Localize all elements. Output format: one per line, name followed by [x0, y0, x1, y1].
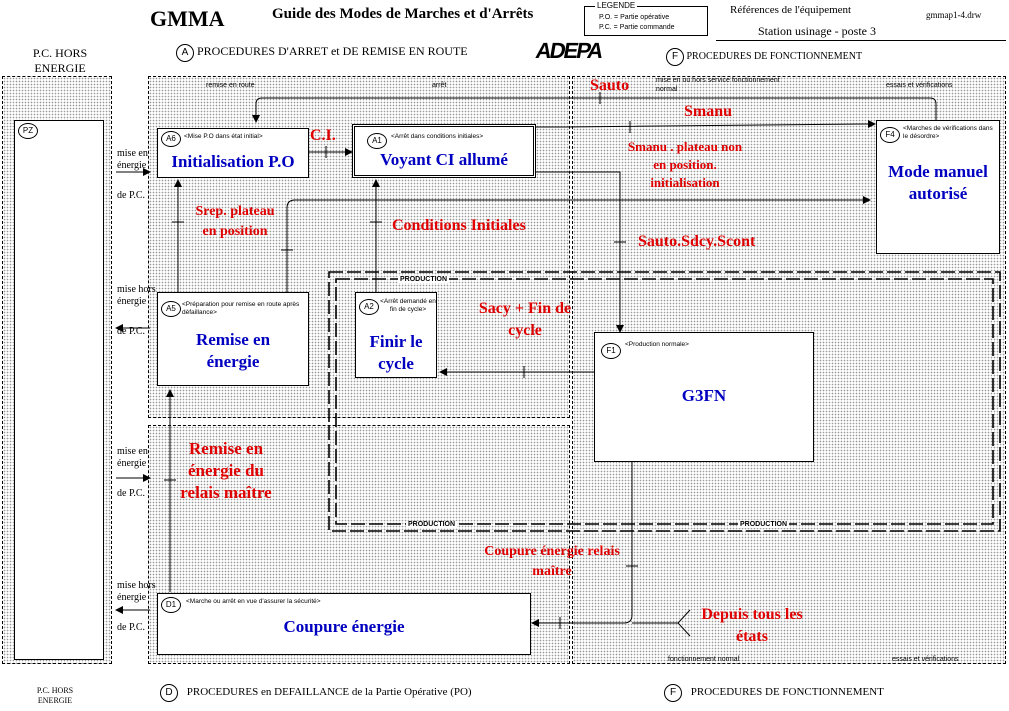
box-d1[interactable]: D1 <Marche ou arrêt en vue d'assurer la …	[157, 593, 531, 655]
reference-label: Références de l'équipement	[730, 4, 852, 16]
section-a-text: PROCEDURES D'ARRET et DE REMISE EN ROUTE	[197, 44, 468, 58]
box-d1-sub: <Marche ou arrêt en vue d'assurer la séc…	[186, 598, 321, 605]
box-a1-title: Voyant CI allumé	[380, 150, 508, 169]
filename: gmmap1-4.drw	[926, 10, 982, 20]
box-a6-id: A6	[161, 131, 181, 147]
section-d-circle: D	[160, 684, 178, 702]
box-a1-sub: <Arrêt dans conditions initiales>	[391, 133, 484, 140]
transition-depuis: Depuis tous les états	[701, 606, 803, 645]
side-de-pc-2: de P.C.	[117, 326, 146, 337]
arret-label: arrêt	[432, 82, 447, 89]
side-de-pc-4: de P.C.	[117, 622, 146, 633]
side-mise-hors-energie-1: mise hors énergie	[117, 284, 156, 307]
box-f4-id: F4	[880, 127, 900, 143]
box-a2-title: Finir le cycle	[369, 332, 423, 373]
box-a6[interactable]: A6 <Mise P.O dans état initial> Initiali…	[157, 128, 309, 178]
section-d-label: D PROCEDURES en DEFAILLANCE de la Partie…	[160, 684, 472, 702]
box-a5-sub: <Préparation pour remise en route après …	[182, 301, 300, 316]
section-a-circle: A	[176, 44, 194, 62]
transition-smanu: Smanu	[684, 103, 733, 120]
transition-coupure-relais: Coupure énergie relais maître	[484, 544, 620, 579]
side-de-pc-1: de P.C.	[117, 190, 146, 201]
transition-remise-relais: Remise en énergie du relais maître	[180, 439, 272, 502]
section-d-text: PROCEDURES en DEFAILLANCE de la Partie O…	[186, 686, 472, 698]
box-a5[interactable]: A5 <Préparation pour remise en route apr…	[157, 292, 309, 386]
remise-en-route-label: remise en route	[206, 82, 255, 89]
side-mise-en-energie-2: mise en énergie	[117, 446, 148, 469]
section-f-top-text: PROCEDURES DE FONCTIONNEMENT	[686, 51, 863, 62]
box-f1-title: G3FN	[681, 386, 727, 405]
station-label: Station usinage - poste 3	[758, 24, 876, 38]
box-a2[interactable]: A2 <Arrêt demandé en fin de cycle> Finir…	[355, 292, 437, 378]
box-a6-title: Initialisation P.O	[171, 152, 295, 171]
side-mise-en-energie-1: mise en énergie	[117, 148, 148, 171]
side-de-pc-3: de P.C.	[117, 488, 146, 499]
box-a1-id: A1	[367, 133, 387, 149]
transition-ci: C.I.	[310, 127, 336, 144]
pc-hors-energie-bottom: P.C. HORS ENERGIE	[36, 686, 74, 705]
section-f-top-label: F PROCEDURES DE FONCTIONNEMENT	[666, 48, 862, 66]
production-label-bottom-left: PRODUCTION	[406, 521, 458, 528]
essais-bottom-label: essais et vérifications	[892, 656, 959, 663]
box-f1-sub: <Production normale>	[625, 341, 689, 348]
section-f-bottom-circle: F	[664, 684, 682, 702]
transition-smanu-plateau: Smanu . plateau non en position. initial…	[627, 139, 743, 190]
transition-srep: Srep. plateau en position	[195, 204, 275, 239]
mise-service-label: mise en ou hors service fonctionnement n…	[656, 77, 780, 93]
pc-hors-energie-top: P.C. HORS ENERGIE	[32, 46, 88, 75]
box-a1[interactable]: A1 <Arrêt dans conditions initiales> Voy…	[352, 124, 536, 178]
section-a-label: A PROCEDURES D'ARRET et DE REMISE EN ROU…	[176, 44, 468, 62]
transition-conditions: Conditions Initiales	[392, 217, 526, 234]
box-a6-sub: <Mise P.O dans état initial>	[184, 133, 263, 140]
transition-sauto-sdcy: Sauto.Sdcy.Scont	[638, 233, 756, 250]
box-d1-title: Coupure énergie	[283, 617, 405, 636]
box-a2-id: A2	[359, 299, 379, 315]
box-f1[interactable]: F1 <Production normale> G3FN	[594, 332, 814, 462]
box-a5-title: Remise en énergie	[195, 330, 271, 371]
box-a5-id: A5	[161, 301, 181, 317]
station-underline	[716, 40, 1006, 41]
fonct-normal-bottom-label: fonctionnement normal	[668, 656, 740, 663]
box-a2-sub: <Arrêt demandé en fin de cycle>	[380, 298, 436, 313]
page-title: GMMA	[150, 6, 225, 31]
section-f-bottom-label: F PROCEDURES DE FONCTIONNEMENT	[664, 684, 884, 702]
production-label-bottom-right: PRODUCTION	[738, 521, 790, 528]
box-pz-id: PZ	[18, 123, 38, 139]
box-f4-title: Mode manuel autorisé	[888, 162, 988, 203]
legend-pc: P.C. = Partie commande	[599, 24, 675, 31]
transition-sacy: Sacy + Fin de cycle	[478, 300, 572, 339]
legend-po: P.O. = Partie opérative	[599, 14, 670, 21]
guide-title: Guide des Modes de Marches et d'Arrêts	[272, 6, 534, 22]
legend-box: LEGENDE P.O. = Partie opérative P.C. = P…	[584, 1, 708, 36]
box-d1-id: D1	[161, 597, 181, 613]
section-f-top-circle: F	[666, 48, 684, 66]
essais-top-label: essais et vérifications	[886, 82, 953, 89]
box-f4[interactable]: F4 <Marches de vérifications dans le dés…	[876, 120, 1000, 254]
box-f4-sub: <Marches de vérifications dans le désord…	[903, 125, 993, 140]
side-mise-hors-energie-2: mise hors énergie	[117, 580, 156, 603]
transition-sauto: Sauto	[590, 77, 630, 94]
box-f1-id: F1	[601, 343, 621, 359]
production-label-top: PRODUCTION	[398, 276, 450, 283]
box-pz[interactable]: PZ	[14, 120, 104, 660]
section-f-bottom-text: PROCEDURES DE FONCTIONNEMENT	[690, 686, 884, 698]
legend-title: LEGENDE	[595, 1, 638, 10]
